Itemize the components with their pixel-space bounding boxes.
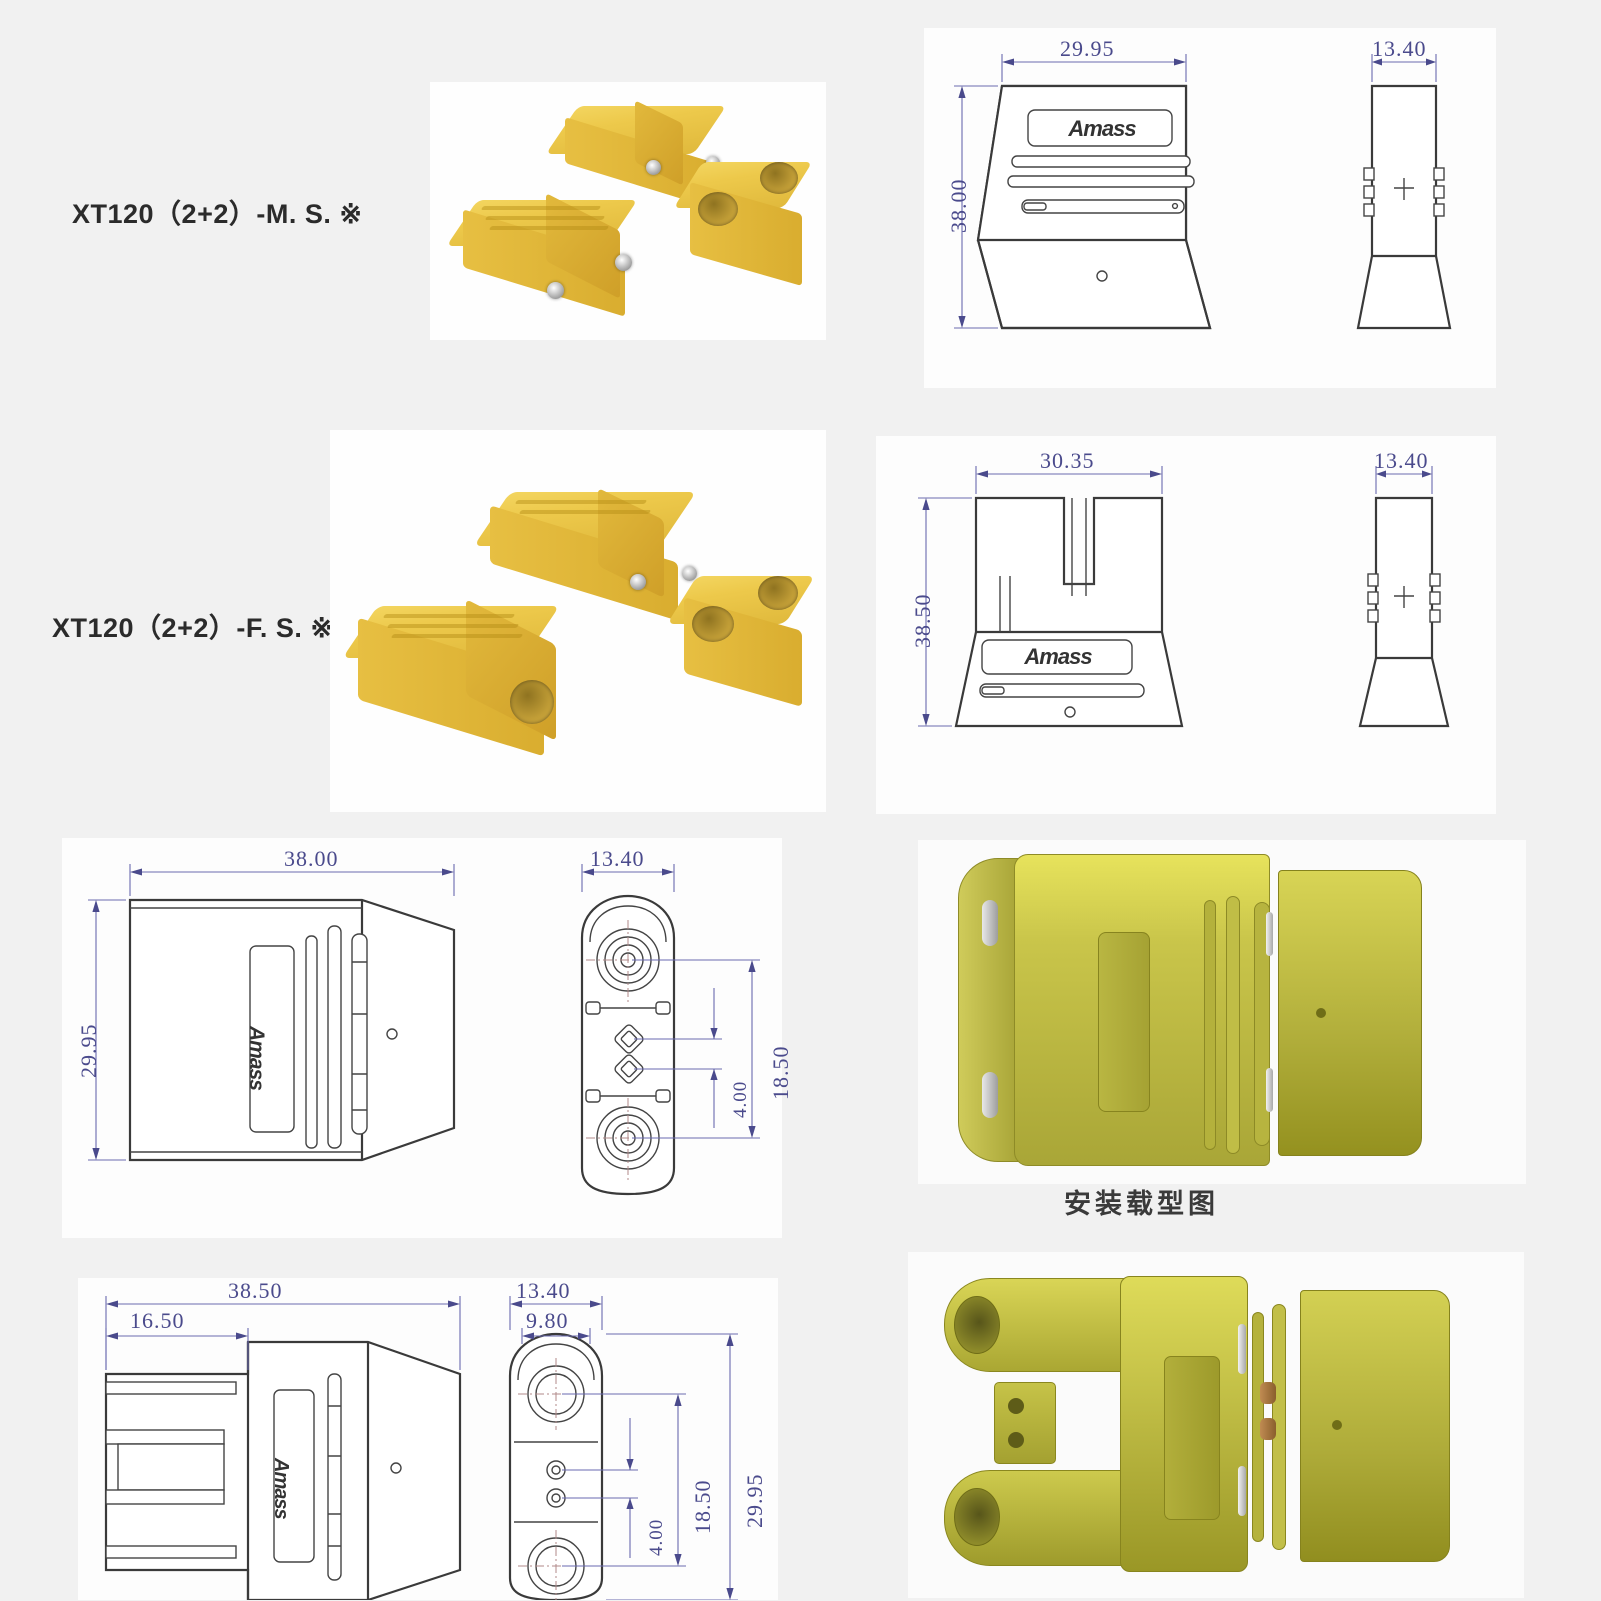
cad-bottom-signal-boss <box>994 1382 1056 1464</box>
dim-male-plan-width: 38.00 <box>284 846 339 871</box>
row-label-female: XT120（2+2）-F. S. ※ <box>52 613 334 643</box>
dim-female-end-inner-width: 9.80 <box>526 1308 569 1333</box>
cad-top-mating-half <box>1278 870 1422 1156</box>
photo-male-front-pin-1 <box>547 282 564 299</box>
photo-female-rear-pin-2 <box>682 566 697 581</box>
cad-panel-assembly-bottom <box>908 1252 1524 1598</box>
dim-female-end-pitch: 18.50 <box>690 1479 715 1535</box>
photo-female-cap-bore-2 <box>758 576 798 610</box>
cad-top-signal-pin-1 <box>1266 912 1273 956</box>
amass-logo-male-front: Amass <box>1068 116 1136 141</box>
cad-top-contact-2 <box>982 1072 998 1118</box>
dim-male-side-width: 13.40 <box>1372 36 1427 61</box>
dim-female-end-signal-pitch: 4.00 <box>646 1518 667 1556</box>
cad-bottom-mating-block <box>1300 1290 1450 1562</box>
cad-bottom-signal-hole-2 <box>1008 1432 1024 1448</box>
photo-male-front-ridge-3 <box>488 226 610 230</box>
female-elevation-svg <box>918 466 1450 728</box>
amass-logo-male-plan: Amass <box>224 1026 268 1090</box>
cad-bottom-screw-hole <box>1332 1420 1342 1430</box>
cad-top-screw-hole <box>1316 1008 1326 1018</box>
dim-male-plan-height: 29.95 <box>76 1023 101 1079</box>
caption-assembly: 安装载型图 <box>1064 1189 1219 1220</box>
photo-male-front-ridge-1 <box>480 206 602 210</box>
photo-female-rear-ridge-2 <box>518 510 652 514</box>
dim-male-height: 38.00 <box>946 178 971 234</box>
dim-male-end-width: 13.40 <box>590 846 645 871</box>
photo-female-front-ridge-1 <box>382 614 516 618</box>
drawing-panel-male: 29.95 38.00 13.40 Amass <box>924 28 1496 388</box>
photo-panel-female <box>330 430 826 812</box>
photo-female-cap-bore-1 <box>692 606 734 642</box>
cad-top-contact-1 <box>982 900 998 946</box>
dim-female-side-width: 13.40 <box>1374 448 1429 473</box>
photo-female-front-ridge-3 <box>390 634 524 638</box>
photo-male-cap-bore-2 <box>760 162 798 194</box>
dim-female-width: 30.35 <box>1040 448 1095 473</box>
dim-female-end-width: 13.40 <box>516 1278 571 1303</box>
drawing-panel-male-plan: 38.00 29.95 13.40 18.50 4.00 Amass <box>62 838 793 1238</box>
photo-female-rear-ridge-1 <box>514 500 648 504</box>
photo-male-cap-bore-1 <box>698 192 738 226</box>
cad-bottom-signal-hole-1 <box>1008 1398 1024 1414</box>
drawing-panel-female: 30.35 38.50 13.40 Amass <box>876 436 1496 814</box>
cad-bottom-copper-contact-1 <box>1260 1382 1276 1404</box>
male-elevation-svg <box>954 54 1452 330</box>
photo-male-front-ridge-2 <box>484 216 606 220</box>
photo-male-rear-pin-1 <box>646 160 661 175</box>
row-label-male: XT120（2+2）-M. S. ※ <box>72 199 363 229</box>
dim-female-end-height: 29.95 <box>742 1473 767 1529</box>
cad-top-rail-2 <box>1226 896 1240 1154</box>
photo-female-front-ridge-2 <box>386 624 520 628</box>
cad-bottom-upper-bore <box>954 1296 1000 1354</box>
dim-female-plan-step: 16.50 <box>130 1308 185 1333</box>
photo-male-front-pin-2 <box>615 254 632 271</box>
cad-bottom-mid-plate <box>1164 1356 1220 1520</box>
dim-female-height: 38.50 <box>910 593 935 649</box>
dim-female-plan-width: 38.50 <box>228 1278 283 1303</box>
dim-male-end-signal-pitch: 4.00 <box>730 1080 751 1118</box>
drawing-panel-female-plan: 38.50 16.50 13.40 9.80 4.00 18.50 29.95 … <box>78 1278 778 1600</box>
dim-male-width: 29.95 <box>1060 36 1115 61</box>
cad-top-signal-pin-2 <box>1266 1068 1273 1112</box>
female-plan-svg <box>104 1296 738 1600</box>
cad-bottom-contact-pin-1 <box>1238 1324 1246 1374</box>
amass-logo-female-plan: Amass <box>248 1458 292 1519</box>
male-plan-svg <box>88 864 760 1196</box>
cad-bottom-lower-bore <box>954 1488 1000 1546</box>
cad-bottom-copper-contact-2 <box>1260 1418 1276 1440</box>
photo-female-rear-pin-1 <box>630 574 646 590</box>
cad-top-rail-1 <box>1204 900 1216 1150</box>
cad-bottom-contact-pin-2 <box>1238 1466 1246 1516</box>
cad-top-plate <box>1098 932 1150 1112</box>
photo-female-front-bore <box>510 680 554 724</box>
amass-logo-female-front: Amass <box>1024 644 1092 669</box>
photo-panel-male <box>430 82 826 340</box>
dim-male-end-pitch: 18.50 <box>768 1045 793 1101</box>
cad-panel-assembly-top <box>918 840 1526 1184</box>
